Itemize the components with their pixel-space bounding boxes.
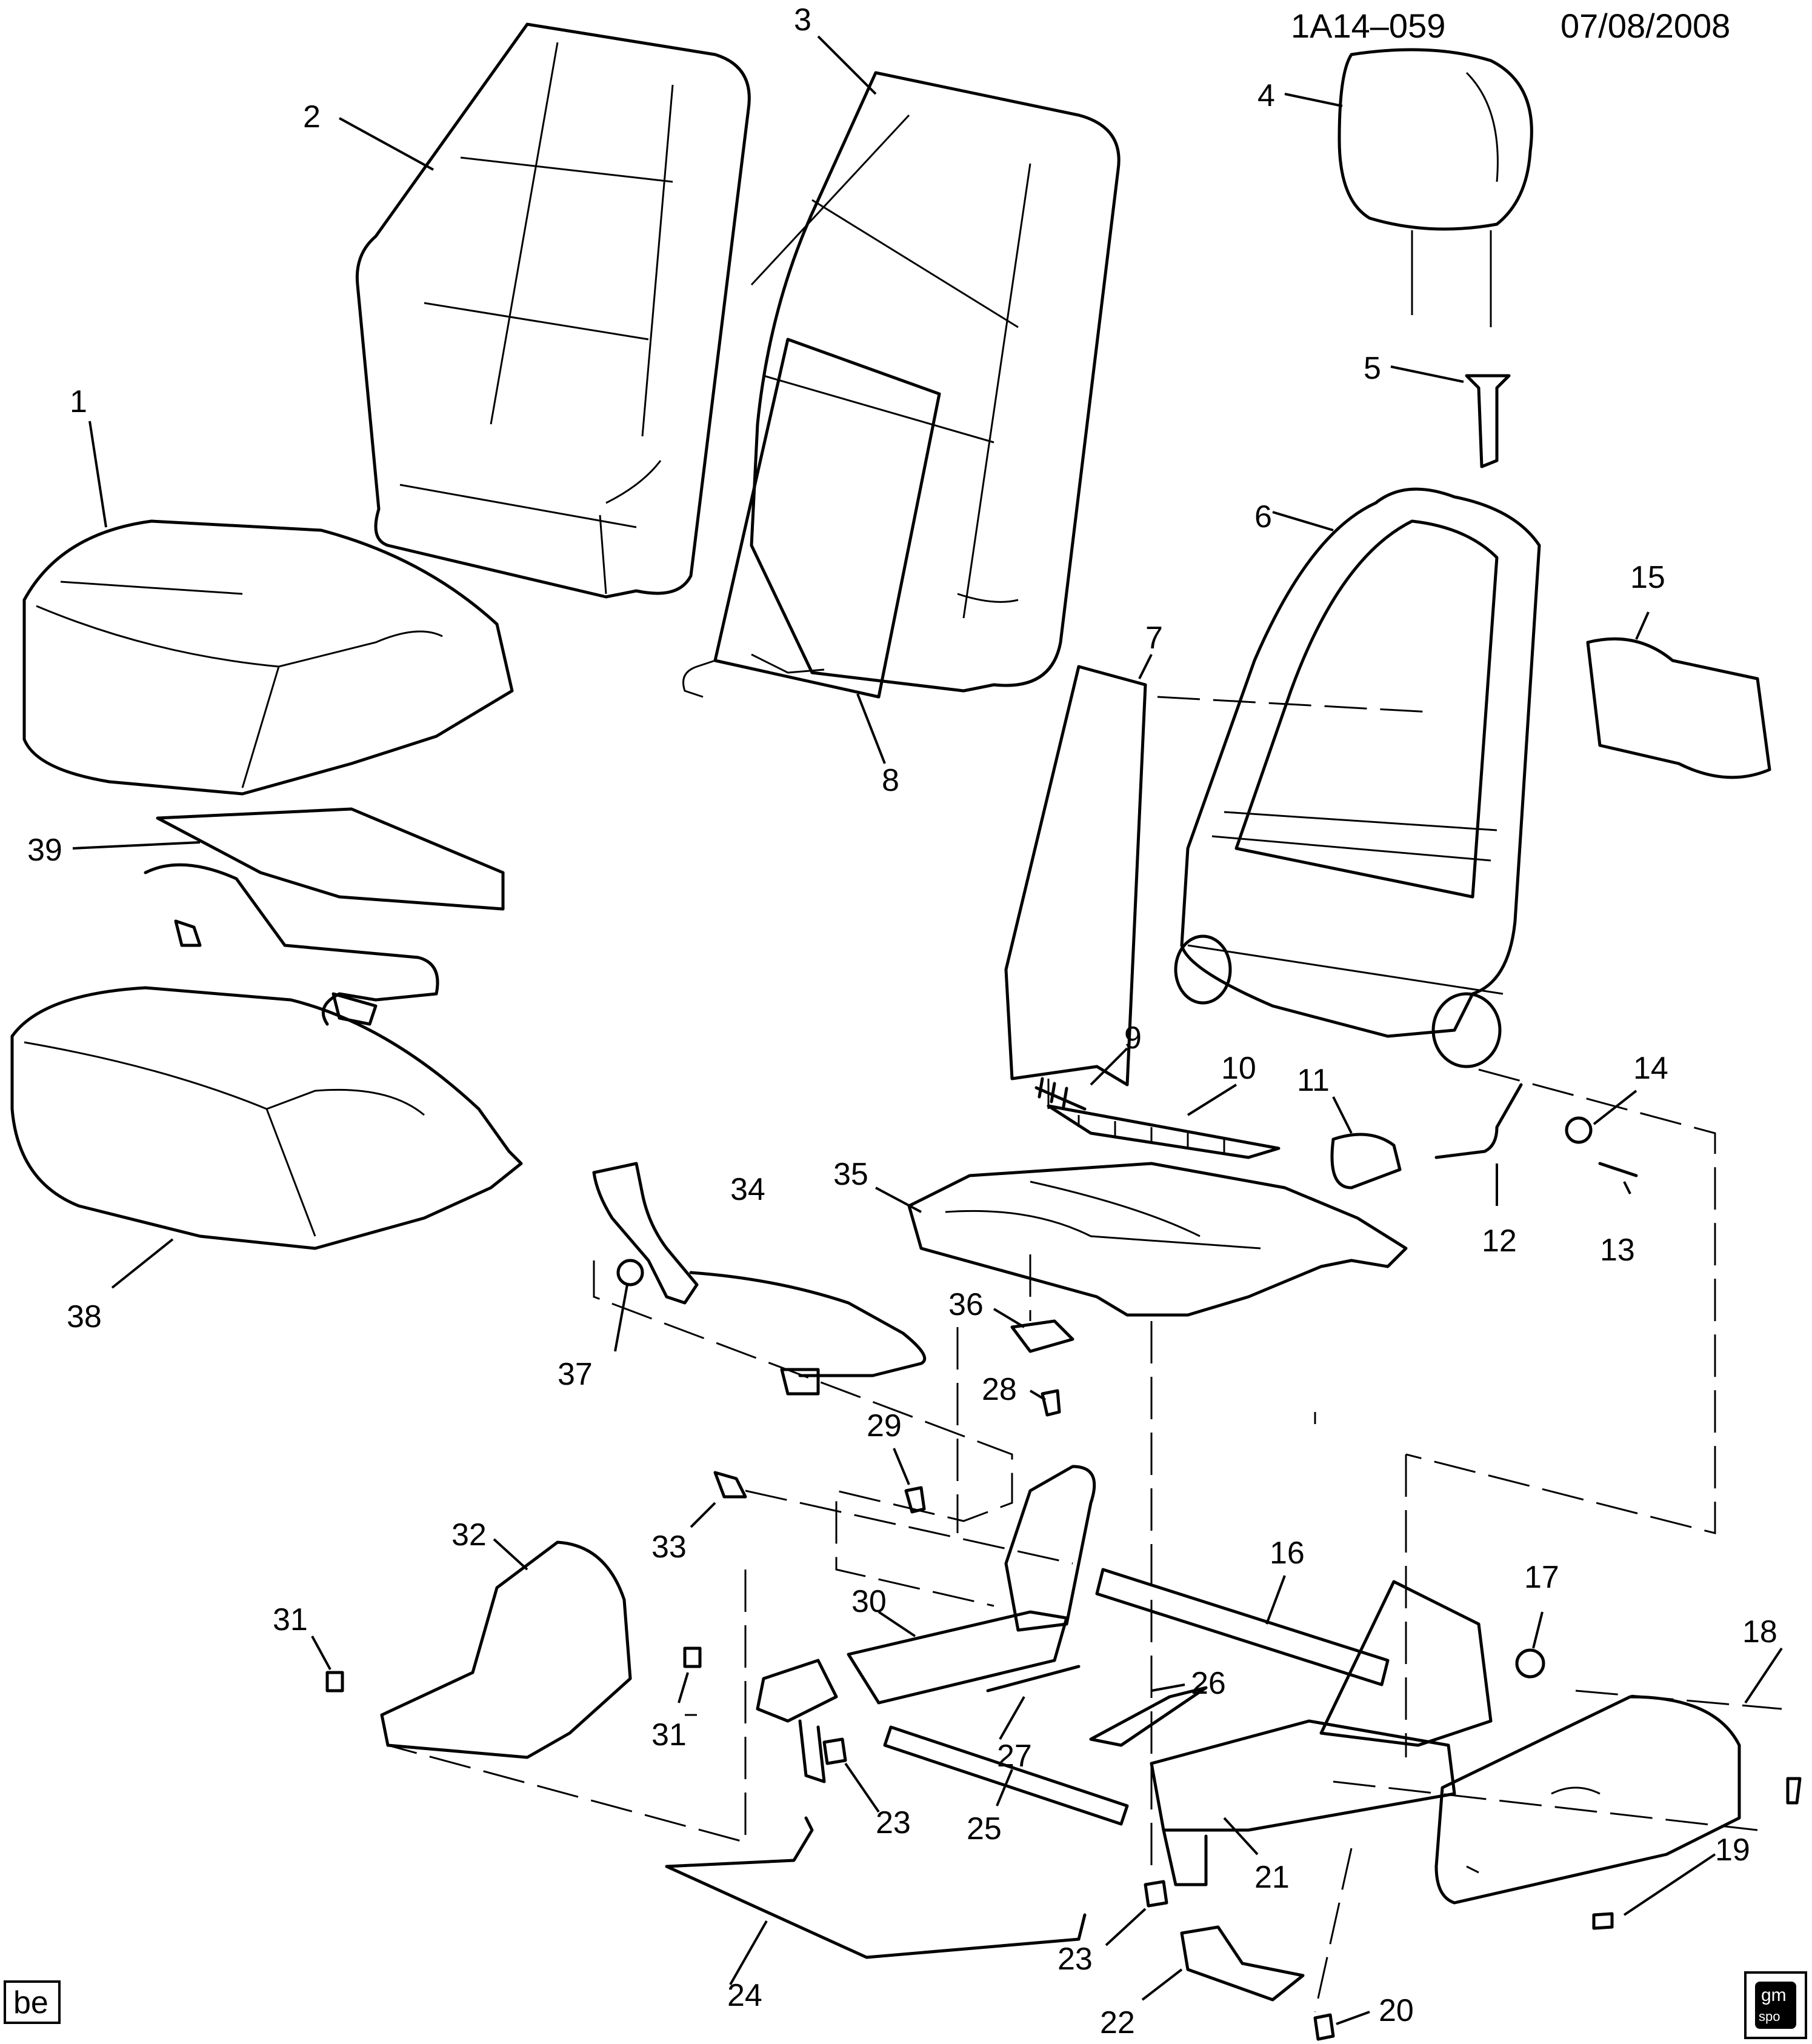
callout-3: 3 xyxy=(794,2,811,38)
spring-27 xyxy=(986,1665,1081,1693)
callout-35: 35 xyxy=(833,1157,868,1192)
seat-adjuster-left xyxy=(756,1465,1096,1783)
seat-adjuster-right xyxy=(1150,1580,1493,1886)
spring xyxy=(1034,1077,1087,1111)
view-badge: be xyxy=(4,1980,61,2024)
assembly-lines xyxy=(387,696,1782,2012)
callout-34: 34 xyxy=(730,1172,765,1207)
gm-spo-logo-top: gm xyxy=(1761,1985,1787,2005)
bolt-28 xyxy=(1041,1389,1061,1417)
screw-31-right xyxy=(683,1646,702,1668)
callout-15: 15 xyxy=(1630,560,1665,595)
callout-2: 2 xyxy=(303,99,321,135)
callout-36: 36 xyxy=(948,1287,984,1322)
seat-belt-buckle xyxy=(592,1162,927,1396)
seat-back-cover xyxy=(355,22,751,599)
callout-8: 8 xyxy=(882,763,899,798)
side-shield-left xyxy=(380,1540,632,1759)
bolt-20 xyxy=(1313,2013,1335,2041)
callout-37: 37 xyxy=(558,1357,593,1392)
gm-spo-logo-bottom: spo xyxy=(1759,2009,1780,2024)
callout-30: 30 xyxy=(851,1584,887,1619)
callout-38: 38 xyxy=(67,1299,102,1334)
callout-23b: 23 xyxy=(1058,1942,1093,1977)
seat-back-pad xyxy=(682,71,1121,699)
callout-31b: 31 xyxy=(651,1717,687,1753)
side-shield-right xyxy=(1434,1695,1741,1905)
seat-cushion-cover xyxy=(22,519,514,796)
lever-handle xyxy=(1089,1686,1208,1747)
recline-cable xyxy=(1434,1083,1523,1159)
diagram-date: 07/08/2008 xyxy=(1561,7,1730,45)
headrest-guide xyxy=(1465,374,1511,468)
bolt-23-right xyxy=(1144,1880,1168,1908)
callout-19: 19 xyxy=(1715,1833,1750,1868)
callout-23a: 23 xyxy=(876,1805,911,1840)
seat-sensor xyxy=(1010,1319,1074,1353)
callout-27: 27 xyxy=(997,1739,1032,1774)
callout-25: 25 xyxy=(967,1811,1002,1846)
side-panel xyxy=(1004,665,1147,1087)
nut xyxy=(1565,1116,1593,1144)
callout-29: 29 xyxy=(867,1408,902,1443)
callout-1: 1 xyxy=(70,384,87,419)
rod-25 xyxy=(883,1725,1129,1826)
callout-26: 26 xyxy=(1191,1666,1226,1701)
bolt-33 xyxy=(713,1471,747,1499)
headrest xyxy=(1337,48,1533,327)
bracket-22 xyxy=(1180,1925,1305,2002)
screw-19 xyxy=(1592,1777,1802,1930)
callout-14: 14 xyxy=(1633,1051,1668,1086)
callout-24: 24 xyxy=(727,1978,762,2013)
callout-6: 6 xyxy=(1254,499,1272,534)
callout-4: 4 xyxy=(1257,78,1275,113)
mesh-panel xyxy=(1047,1104,1281,1159)
callout-7: 7 xyxy=(1145,621,1163,656)
callout-32: 32 xyxy=(451,1517,487,1553)
view-badge-label: be xyxy=(13,1985,48,2020)
callout-18: 18 xyxy=(1742,1614,1777,1650)
callout-21: 21 xyxy=(1254,1860,1290,1895)
lumbar-pad xyxy=(1586,637,1771,779)
callout-20: 20 xyxy=(1379,1993,1414,2028)
callout-22: 22 xyxy=(1100,2005,1135,2040)
callout-5: 5 xyxy=(1364,351,1381,386)
towel-bar xyxy=(665,1816,1087,1959)
diagram-code: 1A14–059 xyxy=(1291,7,1445,45)
callout-16: 16 xyxy=(1270,1536,1305,1571)
bolt-29 xyxy=(904,1486,926,1514)
callout-9: 9 xyxy=(1124,1020,1142,1056)
seat-heater-and-harness xyxy=(144,807,505,1026)
bolt-23-left xyxy=(822,1737,847,1765)
callout-10: 10 xyxy=(1221,1051,1256,1086)
cross-rod xyxy=(1095,1568,1390,1686)
seat-cushion-frame xyxy=(907,1162,1408,1317)
callout-28: 28 xyxy=(982,1372,1017,1407)
recline-handle xyxy=(1330,1133,1402,1190)
callout-13: 13 xyxy=(1600,1233,1635,1268)
gm-spo-logo: gm spo xyxy=(1744,1971,1807,2039)
recline-spring xyxy=(1598,1162,1638,1177)
seat-cushion-pad xyxy=(10,986,523,1250)
callout-12: 12 xyxy=(1482,1223,1517,1259)
screw-31-left xyxy=(325,1671,344,1693)
callout-11: 11 xyxy=(1297,1063,1330,1098)
callout-33: 33 xyxy=(651,1530,687,1565)
callout-39: 39 xyxy=(27,833,62,868)
callout-17: 17 xyxy=(1524,1560,1559,1595)
nut-17 xyxy=(1515,1648,1545,1679)
seat-back-frame xyxy=(1174,487,1541,1068)
callout-31a: 31 xyxy=(273,1602,308,1637)
